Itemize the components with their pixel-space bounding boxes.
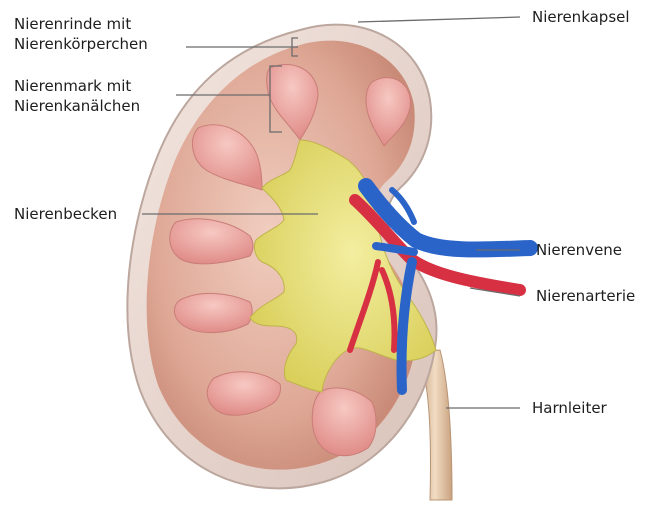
pyramid bbox=[312, 388, 376, 456]
label-vein: Nierenvene bbox=[536, 240, 622, 260]
label-ureter: Harnleiter bbox=[532, 398, 607, 418]
label-cortex-line1: Nierenrinde mit bbox=[14, 14, 148, 34]
label-capsule: Nierenkapsel bbox=[532, 7, 630, 27]
label-cortex: Nierenrinde mit Nierenkörperchen bbox=[14, 14, 148, 54]
label-pelvis: Nierenbecken bbox=[14, 204, 117, 224]
label-medulla: Nierenmark mit Nierenkanälchen bbox=[14, 76, 140, 116]
label-medulla-line2: Nierenkanälchen bbox=[14, 96, 140, 116]
label-cortex-line2: Nierenkörperchen bbox=[14, 34, 148, 54]
label-artery: Nierenarterie bbox=[536, 286, 635, 306]
label-medulla-line1: Nierenmark mit bbox=[14, 76, 140, 96]
pyramid bbox=[174, 293, 252, 332]
leader-line-capsule bbox=[358, 17, 520, 22]
